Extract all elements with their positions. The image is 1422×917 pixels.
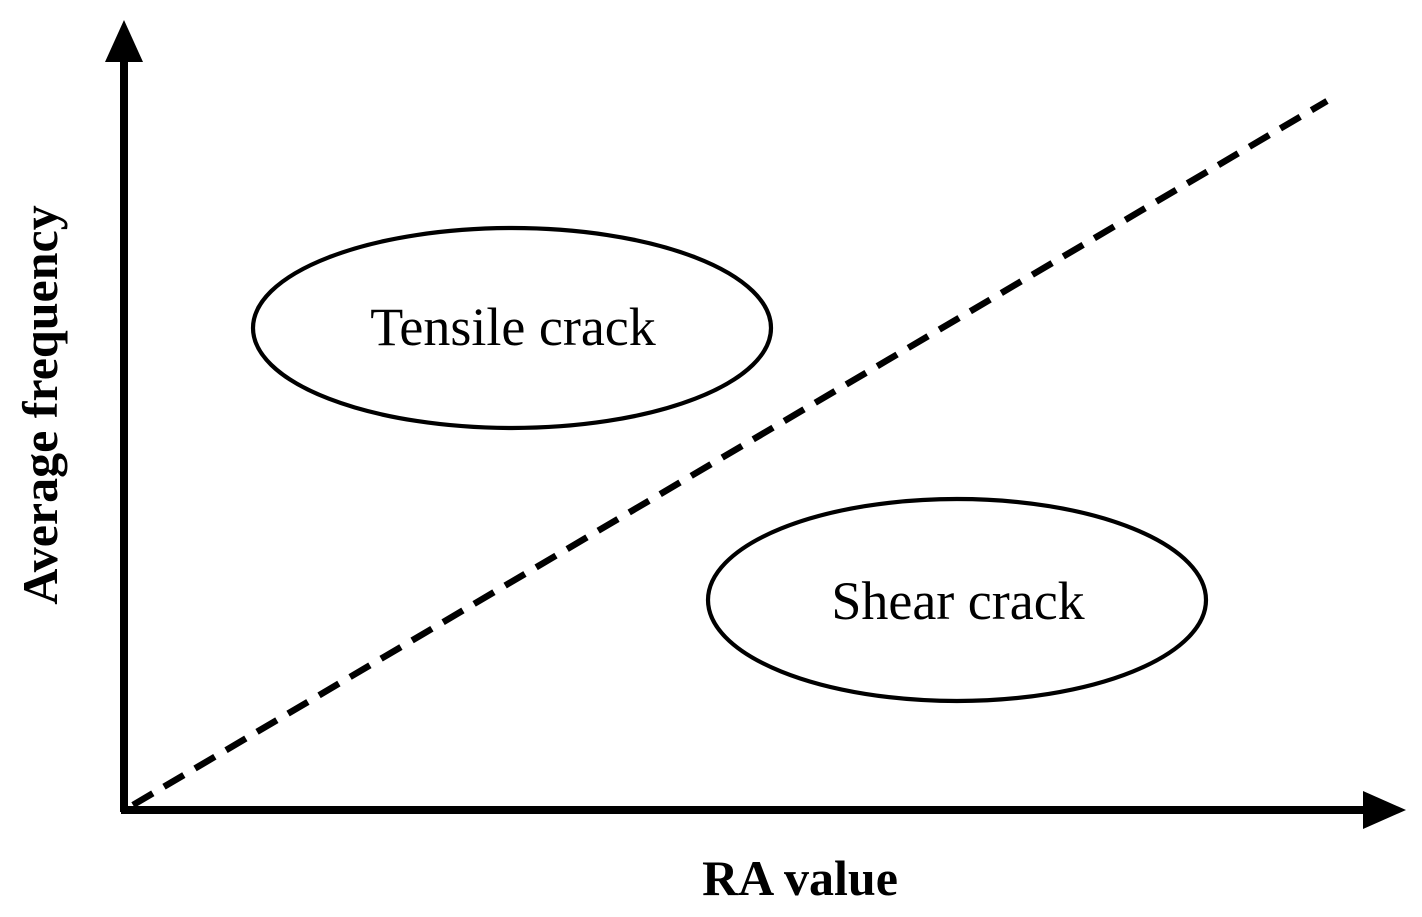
y-axis-arrow-icon	[105, 20, 143, 62]
shear-crack-label: Shear crack	[831, 571, 1084, 631]
y-axis-label: Average frequency	[12, 205, 68, 604]
classification-boundary-dashed-line	[131, 98, 1329, 808]
tensile-crack-ellipse	[250, 225, 774, 431]
x-axis-arrow-icon	[1363, 791, 1406, 829]
shear-crack-ellipse	[705, 496, 1209, 704]
tensile-crack-label: Tensile crack	[370, 297, 656, 357]
x-axis-label: RA value	[702, 850, 898, 906]
